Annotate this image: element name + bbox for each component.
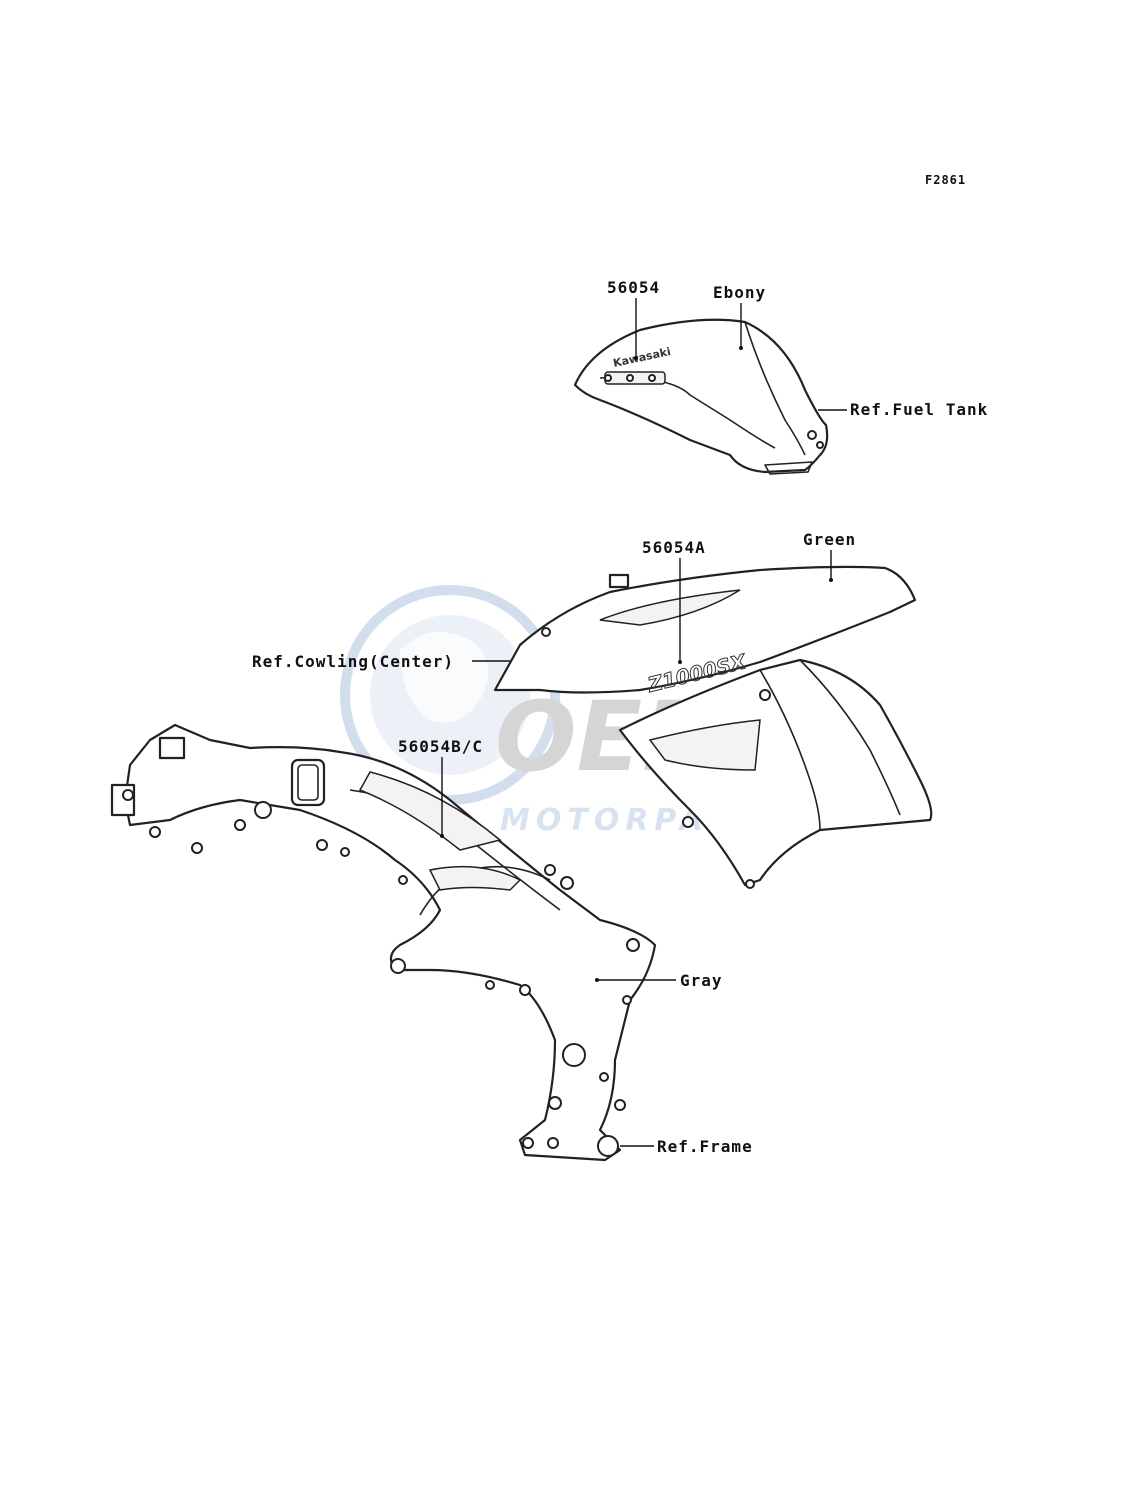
fuel-tank-drawing: Kawasaki (573, 318, 829, 475)
callout-56054bc: 56054B/C (398, 737, 483, 756)
callout-56054a: 56054A (642, 538, 706, 557)
callout-ebony: Ebony (713, 283, 766, 302)
callout-ref-frame: Ref.Frame (657, 1137, 753, 1156)
callout-ref-cowling-center: Ref.Cowling(Center) (252, 652, 454, 671)
cowling-drawing: Z1000SX (493, 565, 933, 889)
callout-ref-fuel-tank: Ref.Fuel Tank (850, 400, 988, 419)
callout-gray: Gray (680, 971, 723, 990)
figure-code: F2861 (925, 173, 966, 187)
callout-green: Green (803, 530, 856, 549)
frame-drawing (110, 723, 657, 1162)
callout-56054: 56054 (607, 278, 660, 297)
